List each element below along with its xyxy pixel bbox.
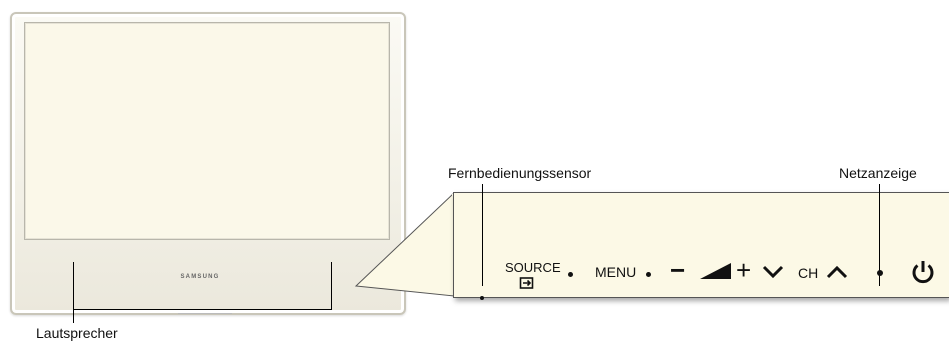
power-indicator-label: Netzanzeige	[839, 165, 917, 181]
remote-sensor-leader	[482, 184, 483, 286]
speaker-label: Lautsprecher	[36, 325, 118, 341]
tv-stand-neck	[178, 313, 232, 314]
remote-sensor-dot	[480, 296, 484, 300]
control-panel-callout	[453, 192, 949, 298]
remote-sensor-label: Fernbedienungssensor	[448, 165, 592, 181]
speaker-bracket-bottom	[73, 309, 332, 310]
volume-down-button[interactable]: −	[670, 255, 686, 285]
input-source-icon	[519, 277, 534, 289]
speaker-bracket-leader	[73, 309, 74, 323]
channel-up-icon[interactable]	[826, 264, 848, 280]
menu-dot	[646, 272, 651, 277]
power-indicator-dot	[877, 270, 883, 276]
callout-pointer	[354, 191, 455, 297]
power-icon[interactable]	[909, 258, 937, 286]
volume-ramp-icon	[700, 263, 731, 279]
menu-button[interactable]: MENU	[595, 264, 637, 280]
tv-screen	[24, 22, 390, 240]
brand-logo: SAMSUNG	[180, 274, 220, 280]
speaker-bracket-right	[331, 262, 332, 310]
tv-bottom-frame	[13, 260, 403, 312]
channel-label: CH	[798, 265, 819, 281]
volume-up-button[interactable]: +	[736, 255, 752, 285]
power-indicator-leader	[879, 184, 880, 286]
channel-down-icon[interactable]	[762, 264, 784, 280]
source-dot	[568, 272, 573, 277]
source-button[interactable]: SOURCE	[505, 260, 561, 275]
speaker-bracket-left	[73, 262, 74, 310]
